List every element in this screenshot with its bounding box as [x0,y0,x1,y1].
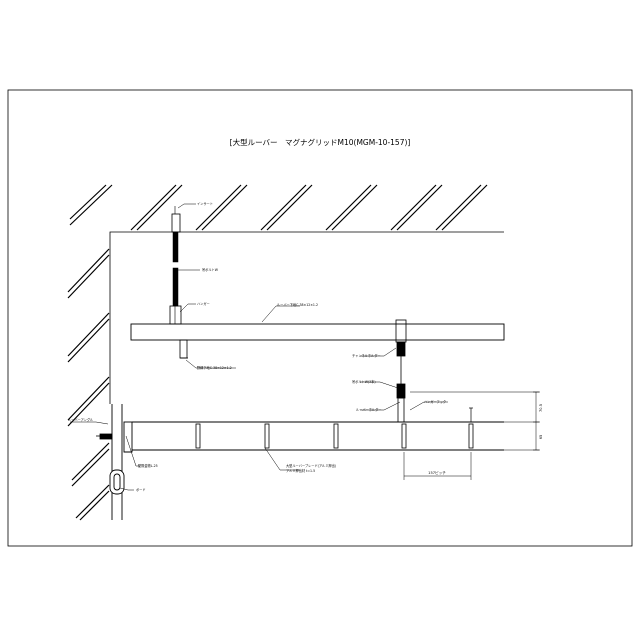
label-channel-holder: チャンネルホルダー [352,353,381,358]
label-channel-lower: 野縁下地C-38×12×1.2 [197,365,232,370]
slab-outline [109,231,504,404]
wall-board [109,404,133,520]
drawing-title: [大型ルーバー マグナグリッドM10(MGM-10-157)] [230,137,411,147]
insert-and-bolt [169,206,182,325]
label-hanger-hook: ハンガーフック [424,399,446,404]
leader-lines [70,203,448,491]
lower-louver-rail [132,421,504,451]
label-louver-holder: ルーバーホルダー [356,407,381,412]
upper-channel [130,323,505,341]
dim-pitch: 157ピッチ [428,470,446,475]
label-hanging-bolt-2: 吊ボルトW(3本) [352,379,376,384]
label-channel-upper: ルーバー下地C-38×12×1.2 [277,302,318,307]
wall-hatching [67,248,110,521]
label-blade: 大型ルーバーブレード(アルミ押出) [286,463,336,468]
louver-blades [195,423,474,449]
label-hanging-bolt: 吊ボルトW [202,267,219,272]
label-blade-sub: アルミ押出材 t=1.5 [286,468,315,473]
wall-anchor [96,433,113,440]
dim-vertical-2: 65 [539,435,543,440]
hanger-clip [179,339,188,359]
hanger-hook [469,407,473,422]
label-hanger: ハンガー [197,301,210,306]
dim-vertical-1: 70.5 [539,404,543,412]
channel-holder-assembly [395,319,407,423]
ceiling-hatching [69,184,488,231]
label-wall-bracket: 壁際金物L-25 [138,463,158,468]
drawing-frame [7,89,633,547]
label-board: ボード [136,487,146,492]
label-insert: インサート [197,201,213,206]
dimension-lines [403,391,540,480]
label-louver-angle: ルーバーアングル [68,417,94,422]
